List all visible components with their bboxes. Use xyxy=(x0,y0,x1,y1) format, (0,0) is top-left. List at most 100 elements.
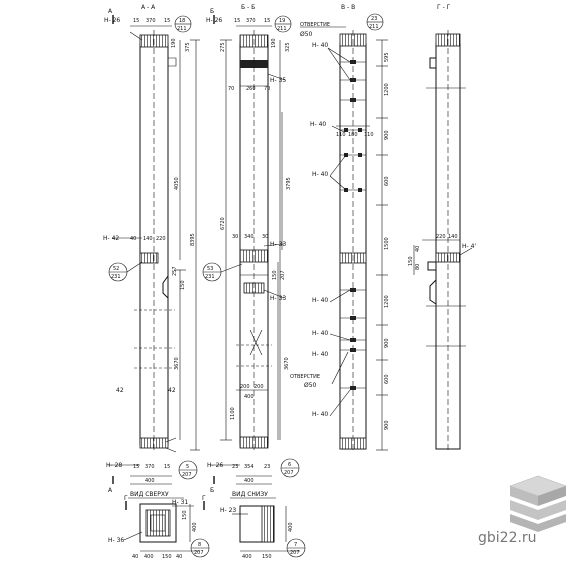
dim-tv-40b: 40 xyxy=(176,554,182,560)
marker-n42: Н- 42 xyxy=(103,235,119,242)
marker-n40d: Н- 40 xyxy=(312,297,328,304)
dim-v-110b: 110 xyxy=(364,132,374,138)
dim-a-375: 375 xyxy=(185,42,191,52)
top-view-title: ВИД СВЕРХУ xyxy=(130,491,169,498)
callout-text-18: 18 xyxy=(179,18,185,24)
callout-text-207d: 207 xyxy=(290,550,300,556)
dim-a-42: 42 xyxy=(116,387,124,394)
callout-text-231b: 231 xyxy=(205,274,215,280)
opening-mid-dia: Ø50 xyxy=(304,382,317,389)
dim-b-30b: 30 xyxy=(262,234,268,240)
marker-n40f: Н- 40 xyxy=(312,351,328,358)
dim-v-110: 110 xyxy=(336,132,346,138)
callout-text-7: 7 xyxy=(294,542,297,548)
dim-b-15b: 15 xyxy=(264,18,270,24)
marker-n33: Н- 33 xyxy=(270,241,286,248)
dim-a-140: 140 xyxy=(143,236,153,242)
dim-v-1500: 1500 xyxy=(384,237,390,250)
dim-b-23: 23 xyxy=(232,464,238,470)
section-title-aa: А - А xyxy=(141,4,156,11)
dim-a-bot370: 370 xyxy=(145,464,155,470)
dim-v-600: 600 xyxy=(384,176,390,186)
dim-g-150: 150 xyxy=(408,256,414,266)
callout-text-211b: 211 xyxy=(277,26,287,32)
dim-b-6720: 6720 xyxy=(220,217,226,230)
dim-b-354: 354 xyxy=(244,464,254,470)
dim-b-400b: 400 xyxy=(244,478,254,484)
marker-n40b: Н- 40 xyxy=(310,121,326,128)
dim-b-3670: 3670 xyxy=(284,357,290,370)
callout-text-23: 23 xyxy=(371,16,377,22)
section-title-gg: Г - Г xyxy=(437,4,451,11)
dim-b-30: 30 xyxy=(232,234,238,240)
marker-n31: Н- 31 xyxy=(172,499,188,506)
dim-a-150: 150 xyxy=(180,280,186,290)
dim-a-42b: 42 xyxy=(168,387,176,394)
callout-text-19: 19 xyxy=(279,18,285,24)
callout-text-53: 53 xyxy=(207,266,213,272)
marker-n40a: Н- 40 xyxy=(312,42,328,49)
column-a-console xyxy=(139,252,159,264)
marker-n28: Н- 28 xyxy=(106,462,122,469)
dim-v-1200: 1200 xyxy=(384,83,390,96)
dim-a-400: 400 xyxy=(145,478,155,484)
section-mark-b-bot: Б xyxy=(210,487,214,494)
section-mark-g2: Г xyxy=(202,495,206,502)
dim-v-1200b: 1200 xyxy=(384,295,390,308)
bottom-view-hatch xyxy=(261,505,275,543)
bottom-view-title: ВИД СНИЗУ xyxy=(232,491,268,498)
dim-g-220: 220 xyxy=(436,234,446,240)
top-view xyxy=(123,501,210,558)
callout-text-207a: 207 xyxy=(182,472,192,478)
watermark-text: gbi22.ru xyxy=(478,530,537,546)
dim-v-180: 180 xyxy=(348,132,358,138)
marker-n35: Н- 35 xyxy=(270,77,286,84)
dim-b-200b: 200 xyxy=(254,384,264,390)
marker-n40g: Н- 40 xyxy=(312,411,328,418)
dim-v-595: 595 xyxy=(384,52,390,62)
dim-a-220: 220 xyxy=(156,236,166,242)
dim-a-15b: 15 xyxy=(164,18,170,24)
opening-top-label: ОТВЕРСТИЕ xyxy=(300,22,330,28)
callout-text-8: 8 xyxy=(198,542,201,548)
marker-n26-b: Н- 26 xyxy=(206,17,222,24)
dim-a-40: 40 xyxy=(130,236,136,242)
dim-b-340: 340 xyxy=(244,234,254,240)
dim-a-257: 257 xyxy=(172,266,178,276)
dim-b-370: 370 xyxy=(246,18,256,24)
opening-top-dia: Ø50 xyxy=(300,31,313,38)
marker-n23: Н- 23 xyxy=(220,507,236,514)
dim-v-900c: 900 xyxy=(384,420,390,430)
dim-a-3670: 3670 xyxy=(174,357,180,370)
column-g xyxy=(413,30,473,452)
dim-a-4050: 4050 xyxy=(174,177,180,190)
dim-a-bot15: 15 xyxy=(133,464,139,470)
dim-b-23b: 23 xyxy=(264,464,270,470)
dim-tv-150b: 150 xyxy=(182,510,188,520)
dim-a-bot15b: 15 xyxy=(164,464,170,470)
dim-b-260: 260 xyxy=(246,86,256,92)
logo-cube-icon xyxy=(509,475,567,532)
callout-text-207b: 207 xyxy=(284,470,294,476)
callout-text-211c: 211 xyxy=(369,24,379,30)
dim-g-40: 40 xyxy=(415,246,421,252)
marker-n36: Н- 36 xyxy=(108,537,124,544)
dim-b-275: 275 xyxy=(220,42,226,52)
dim-v-900b: 900 xyxy=(384,338,390,348)
section-mark-a-bot: А xyxy=(108,487,113,494)
dim-g-140: 140 xyxy=(448,234,458,240)
dim-b-70: 70 xyxy=(228,86,234,92)
dim-a-370: 370 xyxy=(146,18,156,24)
dim-b-190: 190 xyxy=(271,38,277,48)
dim-g-80: 80 xyxy=(415,264,421,270)
dim-a-8395: 8395 xyxy=(190,233,196,246)
callout-text-211a: 211 xyxy=(177,26,187,32)
callout-text-207c: 207 xyxy=(194,550,204,556)
callout-text-52: 52 xyxy=(113,266,119,272)
top-view-outline xyxy=(139,503,177,543)
callout-text-5: 5 xyxy=(186,464,189,470)
dim-b-150: 150 xyxy=(272,270,278,280)
dim-b-3795: 3795 xyxy=(286,177,292,190)
dim-bv-400b: 400 xyxy=(288,522,294,532)
